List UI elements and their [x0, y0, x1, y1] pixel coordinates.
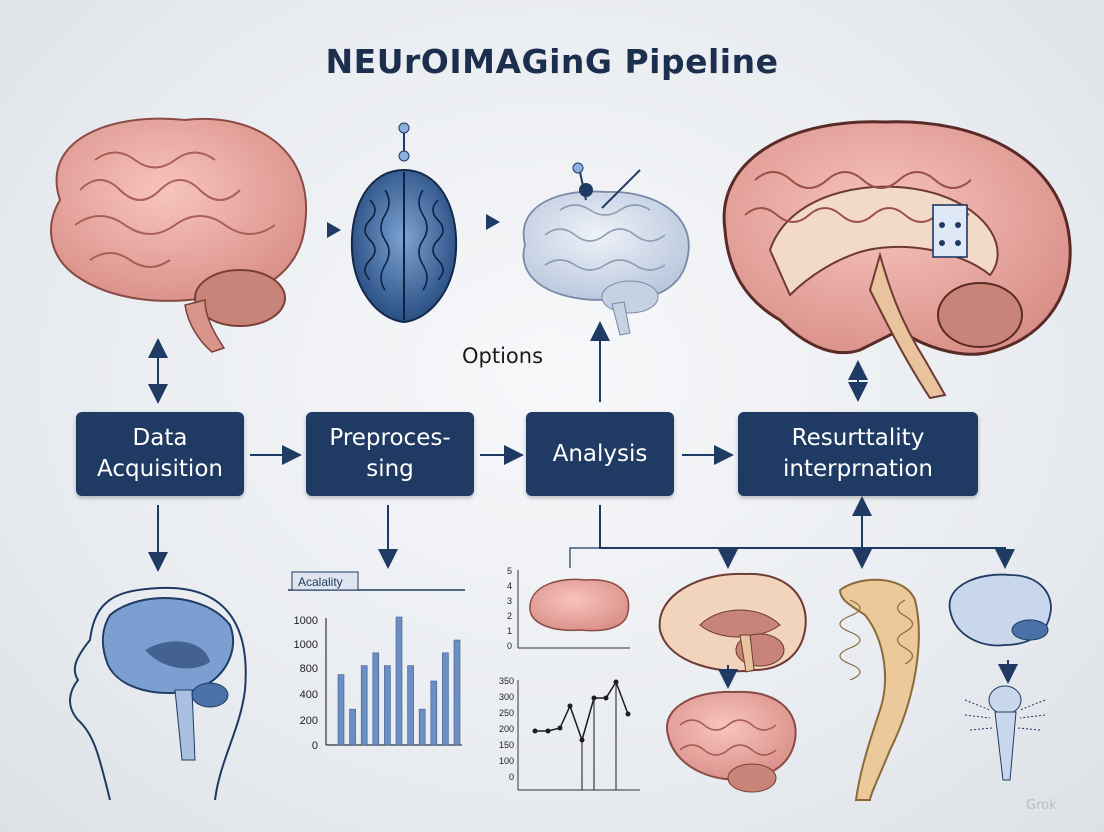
mini-chart-bottom-tick: 250	[499, 708, 514, 718]
bar-chart-y-tick: 200	[300, 715, 318, 727]
brain-illustration-top	[350, 122, 458, 324]
spinal-cord-illustration	[838, 578, 920, 801]
mini-chart-bottom-tick: 350	[499, 676, 514, 686]
stage-label: sing	[366, 456, 414, 482]
stage-preprocessing[interactable]: Preproces-sing	[306, 412, 474, 496]
mini-chart-top-tick: 1	[507, 626, 512, 636]
flow-arrows	[148, 214, 1015, 572]
bar-chart-bar	[384, 665, 391, 746]
brain-illustration-lateral	[50, 117, 308, 353]
mini-chart-bottom-tick: 300	[499, 692, 514, 702]
mini-chart-bottom-tick: 100	[499, 756, 514, 766]
bar-chart-y-tick: 800	[300, 663, 318, 675]
mini-chart-bottom-tick: 200	[499, 724, 514, 734]
brain-illustration-bottom-sagittal	[658, 572, 807, 689]
brain-illustration-bottom-pink	[665, 690, 797, 793]
bar-chart-y-tick: 1000	[294, 639, 318, 651]
bar-chart-y-tick: 400	[300, 689, 318, 701]
bar-chart-bar	[453, 639, 461, 746]
mini-chart-top-tick: 4	[507, 581, 512, 591]
bar-chart-bar	[372, 652, 380, 746]
mini-chart-top-tick: 0	[507, 641, 512, 651]
mini-chart-bottom: 350 300 250 200 150 100 0	[499, 676, 640, 791]
stage-label: Preproces-	[329, 425, 451, 451]
bar-chart-bar	[360, 665, 368, 746]
mini-chart-top: 5 4 3 2 1 0	[507, 566, 630, 651]
bar-chart-y-tick: 0	[312, 740, 318, 752]
stage-analysis[interactable]: Analysis	[526, 412, 674, 496]
bar-chart-title: Acalality	[298, 575, 343, 589]
brain-illustration-bottom-right	[948, 573, 1052, 781]
bar-chart-bar	[337, 674, 345, 746]
page-title: NEUrOIMAGinG Pipeline	[325, 42, 779, 81]
stage-result-interpretation[interactable]: Resurttality interprnation	[738, 412, 978, 496]
options-label: Options	[462, 344, 544, 368]
stage-label: Resurttality	[791, 425, 925, 451]
head-outline-illustration	[69, 586, 247, 801]
mini-chart-bottom-tick: 0	[509, 772, 514, 782]
brain-illustration-sagittal	[722, 120, 1072, 400]
brain-illustration-analysis	[522, 162, 690, 336]
bar-chart-bar	[349, 708, 356, 746]
stage-label: interprnation	[783, 456, 933, 482]
mini-chart-top-tick: 5	[507, 566, 512, 576]
stage-label: Data	[132, 425, 188, 451]
bar-chart-bar	[442, 652, 449, 746]
stage-label: Analysis	[552, 440, 648, 467]
watermark: Grok	[1026, 798, 1057, 813]
bar-chart-bar	[430, 680, 438, 746]
bar-chart-bar	[418, 708, 426, 746]
bar-chart: Acalality 1000 1000 800 400 200 0	[288, 571, 465, 752]
mini-chart-top-tick: 2	[507, 611, 512, 621]
bar-chart-y-tick: 1000	[294, 615, 318, 627]
mini-chart-top-tick: 3	[507, 596, 512, 606]
bar-chart-bar	[407, 665, 414, 746]
mini-chart-bottom-tick: 150	[499, 740, 514, 750]
bar-chart-bar	[395, 616, 403, 746]
stage-label: Acquisition	[97, 456, 223, 482]
